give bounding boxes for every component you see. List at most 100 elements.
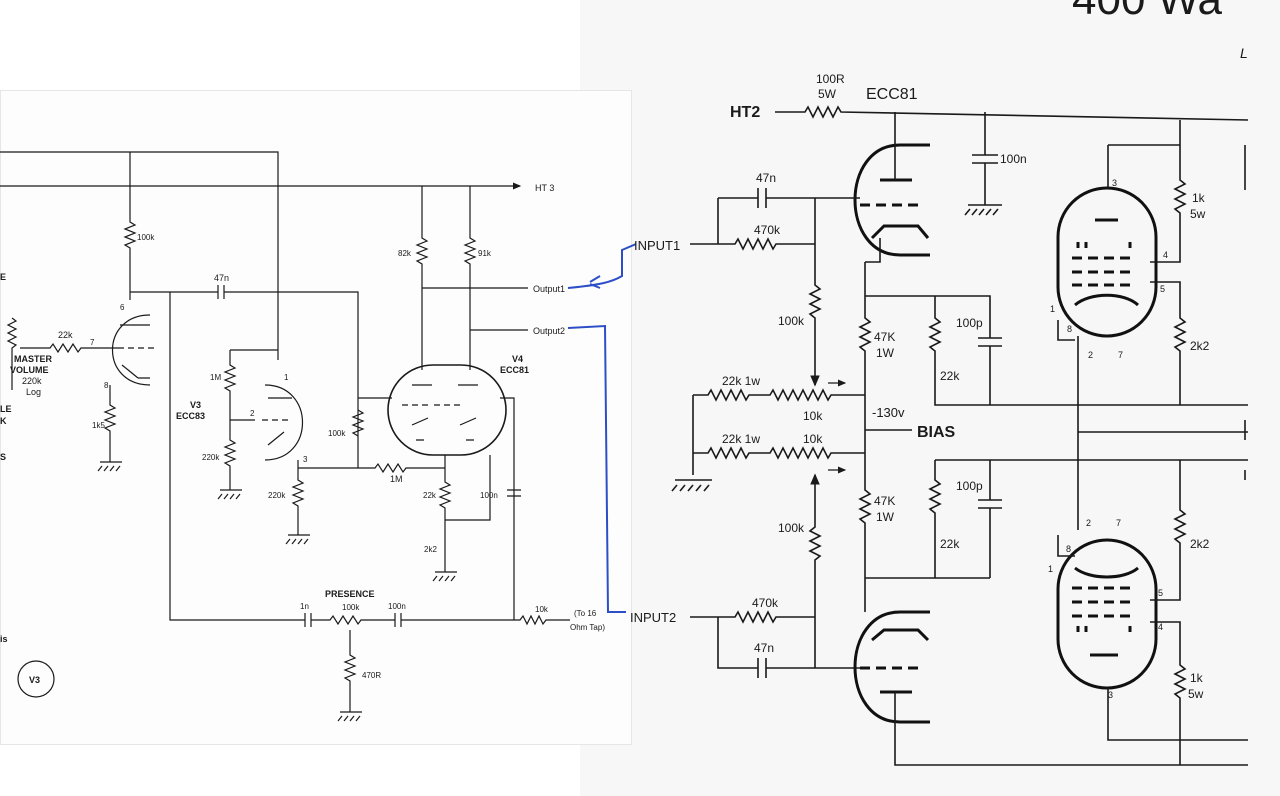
tap-label-2: Ohm Tap)	[570, 623, 605, 632]
r10k-a-label: 10k	[803, 409, 823, 423]
pin2-b-label: 2	[1086, 518, 1091, 528]
r22k-1w-b-label: 22k 1w	[722, 432, 760, 446]
pin8-a-label: 8	[1067, 324, 1072, 334]
input1-label: INPUT1	[634, 238, 680, 253]
pin3-b-label: 3	[1108, 690, 1113, 700]
r22k-b-label: 22k	[940, 537, 960, 551]
pin-2: 2	[250, 409, 255, 418]
r22k-a-label: 22k	[940, 369, 960, 383]
p100k-label: 100k	[342, 603, 360, 612]
r2k2-label: 2k2	[424, 545, 437, 554]
r100R-label: 100R	[816, 72, 845, 86]
r5w-b-label: 5w	[1188, 687, 1204, 701]
volume-label: VOLUME	[10, 365, 49, 375]
top-ecc81-label: ECC81	[866, 86, 918, 103]
right-sheet	[580, 0, 1280, 796]
pin4-b-label: 4	[1158, 622, 1163, 632]
c47n-a-label: 47n	[756, 171, 776, 185]
pin-7: 7	[90, 338, 95, 347]
r1k5-label: 1k5	[92, 421, 105, 430]
pin-1: 1	[284, 373, 289, 382]
r100k-top-label: 100k	[137, 233, 155, 242]
right-circuit: HT2 100R 5W ECC81 100n 47n INPUT1 470k 1…	[630, 72, 1249, 766]
output2-label: Output2	[533, 326, 565, 336]
c100p-a-label: 100p	[956, 316, 983, 330]
c100n-label: 100n	[480, 491, 498, 500]
left-sheet	[0, 90, 632, 745]
c100n-label: 100n	[1000, 152, 1027, 166]
pot-log-label: Log	[26, 387, 41, 397]
c47n-label: 47n	[214, 273, 229, 283]
pin-6: 6	[120, 303, 125, 312]
r47K-a-label: 47K	[874, 330, 895, 344]
r5W-label: 5W	[818, 87, 837, 101]
pin-8: 8	[104, 381, 109, 390]
ht3-label: HT 3	[535, 183, 554, 193]
pin8-b-label: 8	[1066, 544, 1071, 554]
ht2-label: HT2	[730, 104, 760, 121]
tap-label-1: (To 16	[574, 609, 597, 618]
ecc83-label: ECC83	[176, 411, 205, 421]
r22k-b-label: 22k	[423, 491, 437, 500]
corner-mark: L	[1240, 45, 1248, 61]
r91k-label: 91k	[478, 249, 492, 258]
pin2-a-label: 2	[1088, 350, 1093, 360]
pin5-a-label: 5	[1160, 284, 1165, 294]
pin7-b-label: 7	[1116, 518, 1121, 528]
bias-label: BIAS	[917, 424, 956, 441]
r2k2-b-label: 2k2	[1190, 537, 1210, 551]
r22k-in-label: 22k	[58, 330, 73, 340]
v4-ecc81-label: ECC81	[500, 365, 529, 375]
r1k-a-label: 1k	[1192, 191, 1206, 205]
r470k-b-label: 470k	[752, 596, 779, 610]
r10k-b-label: 10k	[803, 432, 823, 446]
v3-circle-label: V3	[29, 675, 40, 685]
master-label: MASTER	[14, 354, 53, 364]
v4-label: V4	[512, 354, 523, 364]
edge-is: is	[0, 634, 8, 644]
r82k-label: 82k	[398, 249, 412, 258]
r5w-a-label: 5w	[1190, 207, 1206, 221]
r220k-a-label: 220k	[202, 453, 220, 462]
r10k-label: 10k	[535, 605, 549, 614]
presence-label: PRESENCE	[325, 589, 375, 599]
c100p-b-label: 100p	[956, 479, 983, 493]
r470R-label: 470R	[362, 671, 381, 680]
r1k-b-label: 1k	[1190, 671, 1204, 685]
pin1-a-label: 1	[1050, 304, 1055, 314]
r100k-b-label: 100k	[778, 521, 805, 535]
r47K-b-label: 47K	[874, 494, 895, 508]
neg130v-label: -130v	[872, 405, 905, 420]
r1M-h-label: 1M	[390, 474, 403, 484]
edge-e: E	[0, 272, 6, 282]
edge-le: LE	[0, 404, 12, 414]
r1W-b-label: 1W	[876, 510, 895, 524]
pin4-a-label: 4	[1163, 250, 1168, 260]
r470k-a-label: 470k	[754, 223, 781, 237]
r100k-a-label: 100k	[778, 314, 805, 328]
r1M-label: 1M	[210, 373, 221, 382]
pin3-a-label: 3	[1112, 178, 1117, 188]
title-fragment: 400 Wa	[1072, 0, 1223, 24]
r2k2-a-label: 2k2	[1190, 339, 1210, 353]
c1n-label: 1n	[300, 602, 309, 611]
c100n-b-label: 100n	[388, 602, 406, 611]
v3-label: V3	[190, 400, 201, 410]
output1-label: Output1	[533, 284, 565, 294]
r100k-fb-label: 100k	[328, 429, 346, 438]
pin5-b-label: 5	[1158, 588, 1163, 598]
input2-label: INPUT2	[630, 610, 676, 625]
edge-s: S	[0, 452, 6, 462]
pin7-a-label: 7	[1118, 350, 1123, 360]
pin-3: 3	[303, 455, 308, 464]
c47n-b-label: 47n	[754, 641, 774, 655]
r1W-a-label: 1W	[876, 346, 895, 360]
edge-k: K	[0, 416, 7, 426]
r220k-b-label: 220k	[268, 491, 286, 500]
r22k-1w-a-label: 22k 1w	[722, 374, 760, 388]
pin1-b-label: 1	[1048, 564, 1053, 574]
left-circuit: HT 3 100k 47n 6 7 8 22k MASTER VOLUME 22…	[0, 151, 605, 722]
pot-220k-label: 220k	[22, 376, 42, 386]
